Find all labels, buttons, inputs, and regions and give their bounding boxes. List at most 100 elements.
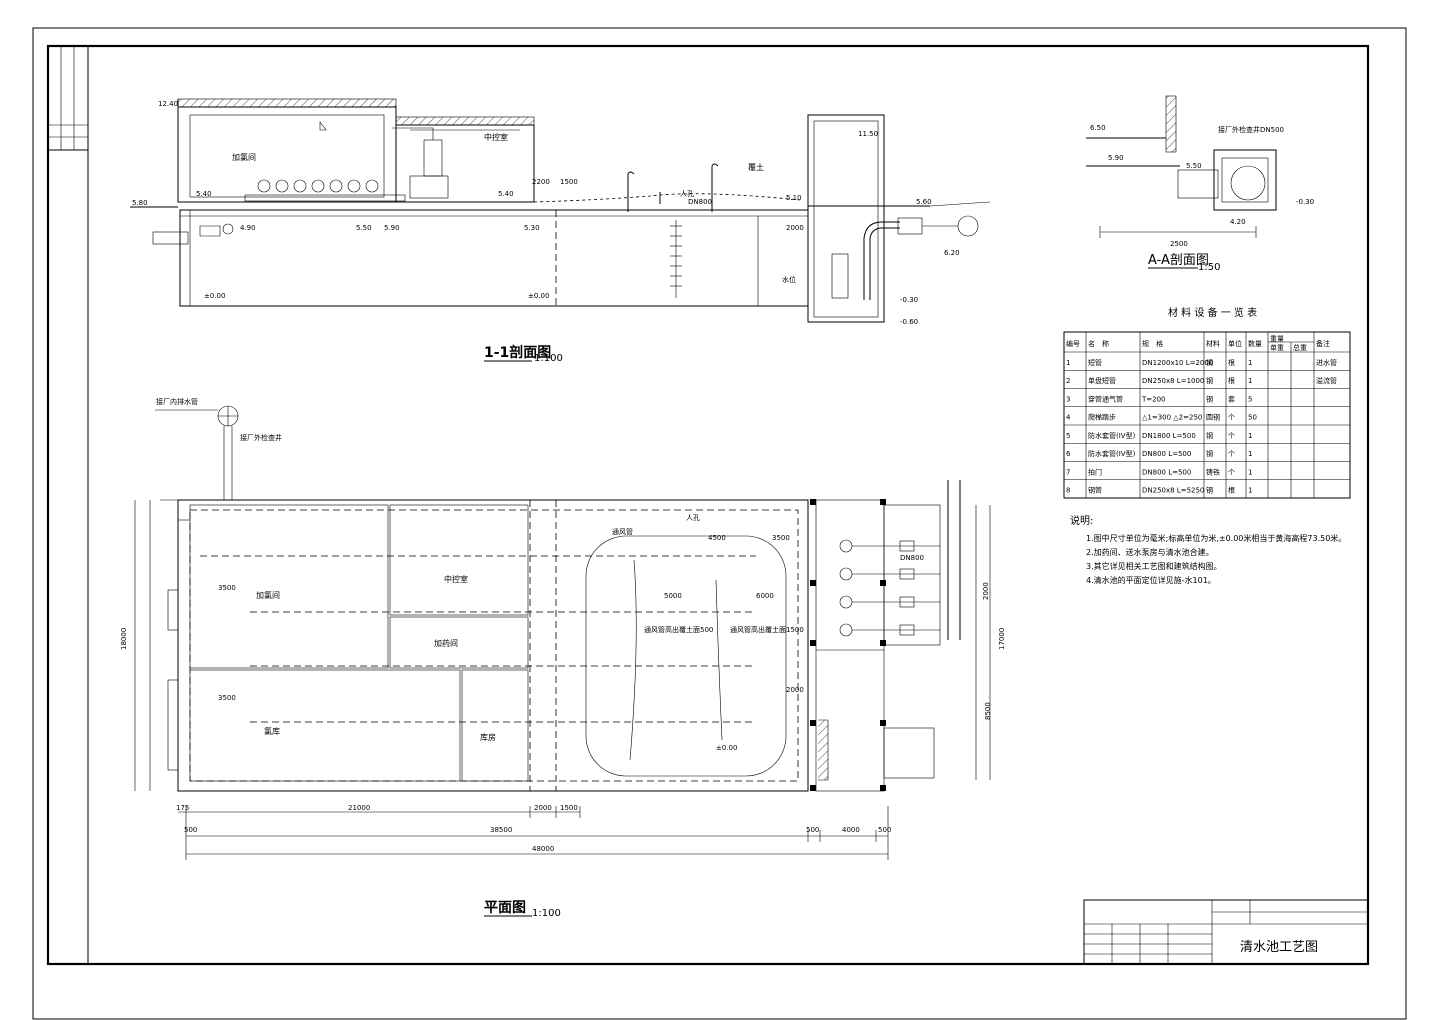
- s1-dim-2000: 2000: [786, 224, 804, 232]
- table-cell-4-4: 个: [1228, 432, 1235, 440]
- table-cell-6-3: 铸铁: [1206, 467, 1220, 476]
- plan-dim-6000: 6000: [756, 592, 774, 600]
- s1-elev-12: 12.40: [158, 100, 178, 108]
- plan-dim-4000: 4000: [842, 826, 860, 834]
- plan-dim-1500: 1500: [560, 804, 578, 812]
- table-cell-6-0: 7: [1066, 468, 1070, 476]
- plan-title: 平面图: [484, 900, 526, 916]
- s1-dim-1500: 1500: [560, 178, 578, 186]
- notes: 说明: 1.图中尺寸单位为毫米;标高单位为米,±0.00米相当于黄海高程73.5…: [1070, 514, 1346, 585]
- s1-elev-m060: -0.60: [900, 318, 918, 326]
- table-cell-5-4: 个: [1228, 450, 1235, 458]
- s1-elev-550: 5.50: [356, 224, 372, 232]
- plan-room-tool: 加药间: [434, 638, 458, 648]
- table-cell-3-2: △1=300 △2=250: [1142, 414, 1202, 422]
- plan-dim-3500a: 3500: [218, 584, 236, 592]
- plan-dim-4500: 4500: [708, 534, 726, 542]
- table-cell-3-1: 爬梯踏步: [1088, 413, 1116, 422]
- plan-dim-21000: 21000: [348, 804, 370, 812]
- s1-elev-580: 5.80: [132, 199, 148, 207]
- table-cell-6-1: 拍门: [1088, 467, 1102, 476]
- table-cell-1-7: 溢流管: [1316, 376, 1337, 385]
- sa-elev-420: 4.20: [1230, 218, 1246, 226]
- s1-elev-11: 11.50: [858, 130, 878, 138]
- room-tool-plan: [389, 616, 529, 669]
- pump-room-plan: [815, 499, 885, 792]
- s1-bottom-level: ±0.00: [204, 292, 225, 300]
- table-cell-3-5: 50: [1248, 414, 1257, 422]
- table-cell-7-2: DN250x8 L=5250: [1142, 487, 1204, 495]
- table-cell-0-5: 1: [1248, 359, 1252, 367]
- table-subheader-0: 单重: [1270, 343, 1284, 352]
- title-block: 清水池工艺图: [1083, 899, 1369, 965]
- notes-heading: 说明:: [1070, 514, 1093, 527]
- table-cell-0-7: 进水管: [1316, 358, 1337, 367]
- s1-elev-620: 6.20: [944, 249, 960, 257]
- table-cell-1-3: 钢: [1206, 376, 1213, 385]
- s1-water-level: 水位: [782, 275, 796, 284]
- table-cell-5-0: 6: [1066, 450, 1071, 458]
- s1-pipe-dn: DN800: [688, 198, 712, 206]
- table-cell-4-3: 钢: [1206, 431, 1213, 440]
- plan-room-dosing: 加氯间: [256, 590, 280, 600]
- plan-dim-2000a: 2000: [786, 686, 804, 694]
- plan-dim-5000: 5000: [664, 592, 682, 600]
- columns: [810, 499, 886, 791]
- table-cell-6-5: 1: [1248, 468, 1252, 476]
- plan-scale: 1:100: [532, 908, 561, 919]
- plan-view: 接厂外检查井 接厂内排水管 加氯间 中控室 加药间 氯库 库房 3500 350…: [120, 397, 1006, 919]
- s1-dim-2200: 2200: [532, 178, 550, 186]
- table-cell-3-4: 个: [1228, 414, 1235, 422]
- table-cell-3-0: 4: [1066, 414, 1071, 422]
- plan-dim-17000: 17000: [998, 628, 1006, 650]
- table-cell-6-2: DN800 L=500: [1142, 468, 1191, 476]
- s1-manhole: 人孔: [680, 190, 694, 198]
- pump-units: [839, 539, 940, 637]
- flow-baffle: [585, 535, 787, 777]
- section-1-1: 12.40 加氯间 中控室 5.40 5.40 5.80 5.50 5.90 5…: [130, 98, 991, 364]
- table-cell-4-1: 防水套管(IV型): [1088, 431, 1136, 440]
- table-header-3: 材料: [1206, 339, 1220, 348]
- s1-elev-590: 5.90: [384, 224, 400, 232]
- table-cell-0-0: 1: [1066, 359, 1070, 367]
- plan-elev-pm: ±0.00: [716, 744, 737, 752]
- plan-dim-3500c: 3500: [218, 694, 236, 702]
- table-cell-5-2: DN800 L=500: [1142, 450, 1191, 458]
- table-cell-2-5: 5: [1248, 395, 1252, 403]
- table-cell-0-1: 短管: [1088, 358, 1102, 367]
- note-3: 3.其它详见相关工艺图和建筑结构图。: [1086, 561, 1222, 571]
- table-cell-2-3: 钢: [1206, 394, 1213, 403]
- section-a-scale: 1:50: [1198, 262, 1220, 273]
- table-header-4: 单位: [1228, 339, 1242, 348]
- table-cell-1-5: 1: [1248, 377, 1252, 385]
- sa-elev-m030: -0.30: [1296, 198, 1314, 206]
- plan-dim-500c: 500: [878, 826, 891, 834]
- sa-dim-2500: 2500: [1170, 240, 1188, 248]
- table-cell-1-2: DN250x8 L=1000: [1142, 377, 1204, 385]
- table-cell-5-1: 防水套管(IV型): [1088, 449, 1136, 458]
- title-block-title: 清水池工艺图: [1240, 940, 1318, 955]
- section-1-scale: 1:100: [534, 353, 563, 364]
- s1-room-dosing: 加氯间: [232, 152, 256, 162]
- note-4: 4.清水池的平面定位详见施-水101。: [1086, 575, 1216, 585]
- plan-dim-48000: 48000: [532, 845, 554, 853]
- table-header-6: 重量: [1270, 335, 1284, 343]
- note-1: 1.图中尺寸单位为毫米;标高单位为米,±0.00米相当于黄海高程73.50米。: [1086, 533, 1346, 543]
- dosing-building: [177, 106, 397, 203]
- table-cell-7-3: 钢: [1206, 486, 1213, 495]
- s1-room-middle: 中控室: [484, 132, 508, 142]
- table-subheader-1: 总重: [1293, 343, 1307, 352]
- section-1-title: 1-1剖面图: [484, 344, 551, 361]
- s1-elev-540a: 5.40: [196, 190, 212, 198]
- plan-dn-pipe: DN800: [900, 554, 924, 562]
- clear-water-tank-section: [179, 209, 809, 307]
- plan-dim-18000: 18000: [120, 628, 128, 650]
- s1-fill-soil: 覆土: [748, 162, 764, 172]
- clear-water-tank-plan: [177, 499, 809, 792]
- plan-dim-500b: 500: [806, 826, 819, 834]
- table-cell-1-4: 根: [1228, 376, 1235, 385]
- table-cell-4-5: 1: [1248, 432, 1252, 440]
- table-cell-7-5: 1: [1248, 487, 1252, 495]
